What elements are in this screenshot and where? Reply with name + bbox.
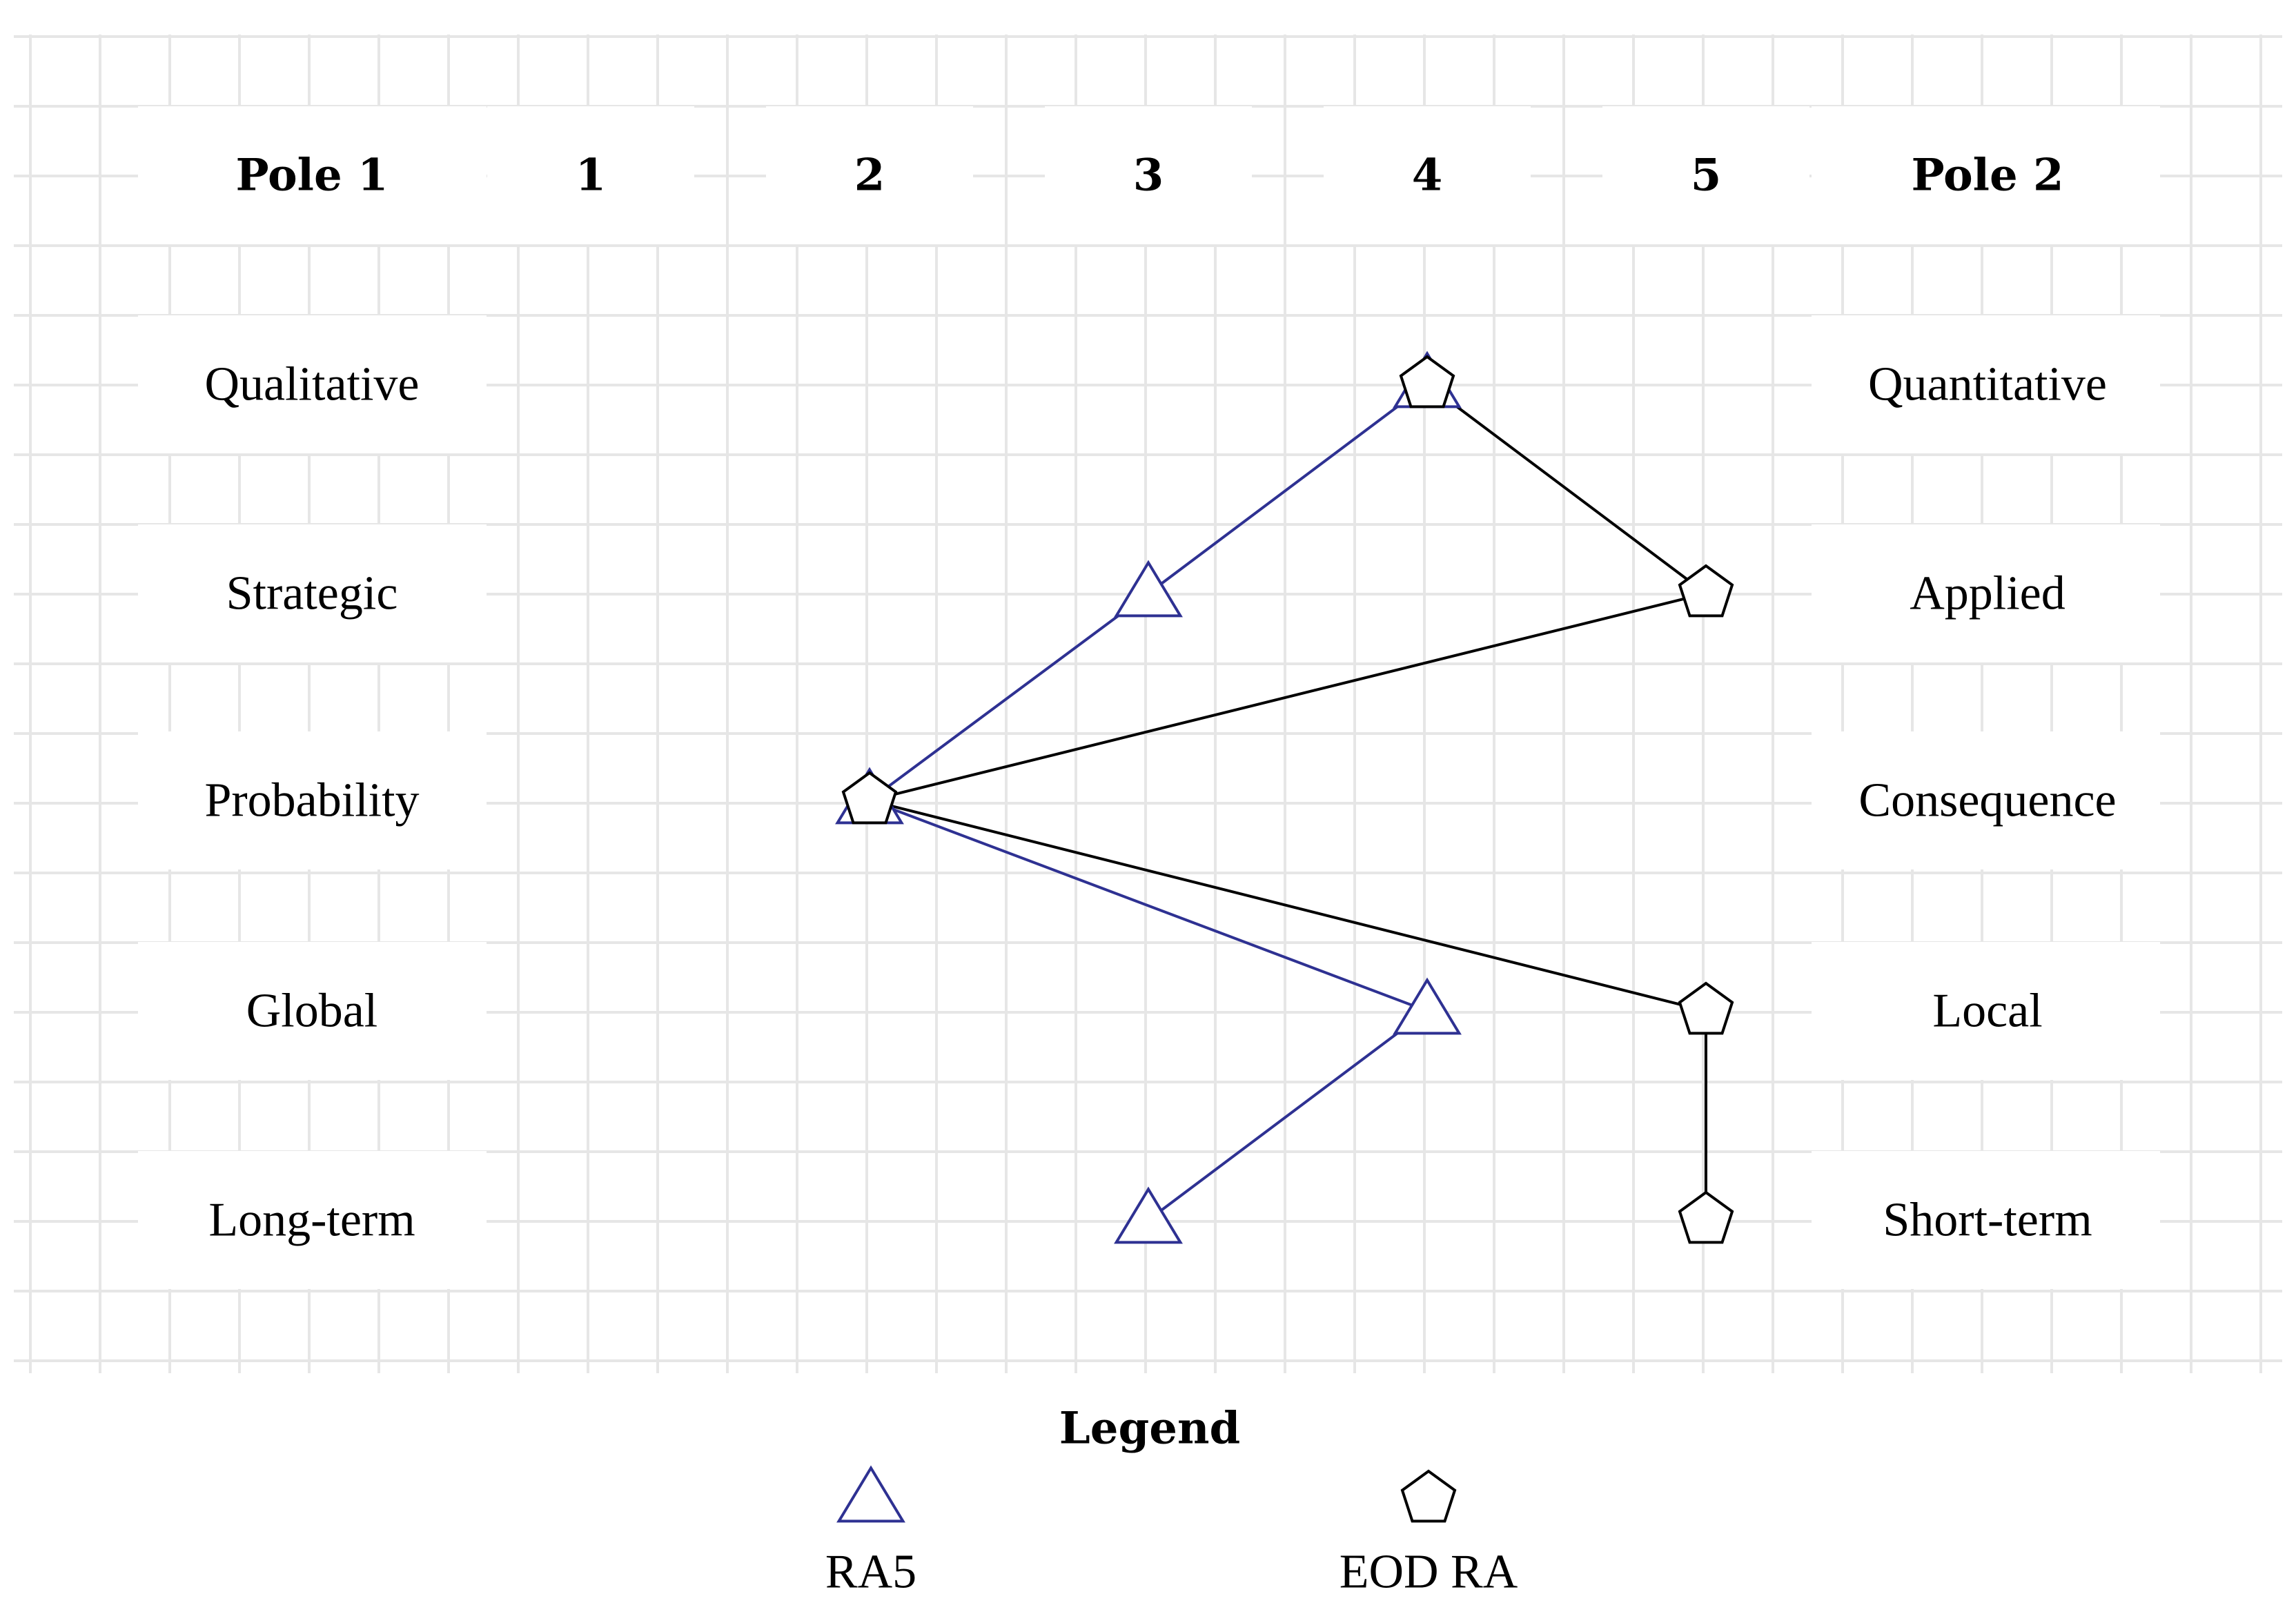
- marker-eod-ra-point: [1678, 1190, 1734, 1244]
- marker-eod-ra-point: [1678, 981, 1734, 1035]
- scale-header-cell: [1602, 106, 1809, 244]
- pole2-label: Consequence: [1858, 774, 2116, 827]
- pole1-cell: [138, 524, 487, 662]
- pole1-label: Qualitative: [204, 358, 419, 411]
- scale-header-cell: [1324, 106, 1531, 244]
- pole2-cell: [1812, 731, 2160, 869]
- pole1-label: Strategic: [226, 567, 398, 620]
- pole2-label: Quantitative: [1868, 358, 2107, 411]
- legend-marker-ra5: [836, 1465, 905, 1523]
- pole2-label: Applied: [1910, 567, 2066, 620]
- pole1-cell: [138, 731, 487, 869]
- pole2-label: Local: [1932, 985, 2042, 1038]
- pole2-label: Short-term: [1883, 1194, 2092, 1247]
- scale-header-4: 4: [1412, 150, 1443, 201]
- pole2-cell: [1812, 942, 2160, 1080]
- marker-eod-ra-point: [841, 771, 898, 825]
- scale-header-5: 5: [1691, 150, 1722, 201]
- pole2-cell: [1812, 315, 2160, 453]
- pole1-label: Probability: [204, 774, 419, 827]
- series-layer: [835, 351, 1734, 1244]
- scale-header-1: 1: [576, 150, 607, 201]
- marker-ra5-point: [1393, 977, 1462, 1035]
- pole1-cell: [138, 315, 487, 453]
- legend-label-ra5: RA5: [825, 1546, 916, 1599]
- pole1-label: Long-term: [208, 1194, 415, 1247]
- legend-title: Legend: [1059, 1403, 1240, 1455]
- legend-marker-eod-ra: [1400, 1469, 1457, 1523]
- pole2-cell: [1812, 524, 2160, 662]
- scale-header-cell: [487, 106, 694, 244]
- scale-header-cell: [766, 106, 973, 244]
- scale-header-3: 3: [1133, 150, 1164, 201]
- legend-label-eod-ra: EOD RA: [1340, 1546, 1518, 1599]
- marker-ra5-point: [1114, 1186, 1183, 1244]
- scale-header-cell: [1045, 106, 1252, 244]
- pole1-label: Global: [246, 985, 378, 1038]
- pole2-cell: [1812, 106, 2160, 244]
- pole1-cell: [138, 106, 487, 244]
- marker-ra5-point: [1114, 560, 1183, 618]
- label-cells: [138, 106, 2160, 1289]
- header-pole1: Pole 1: [236, 150, 389, 201]
- pole2-cell: [1812, 1151, 2160, 1289]
- pole1-cell: [138, 1151, 487, 1289]
- marker-eod-ra-point: [1678, 564, 1734, 618]
- header-pole2: Pole 2: [1912, 150, 2064, 201]
- marker-eod-ra-point: [1399, 355, 1455, 409]
- pole1-cell: [138, 942, 487, 1080]
- scale-header-2: 2: [854, 150, 885, 201]
